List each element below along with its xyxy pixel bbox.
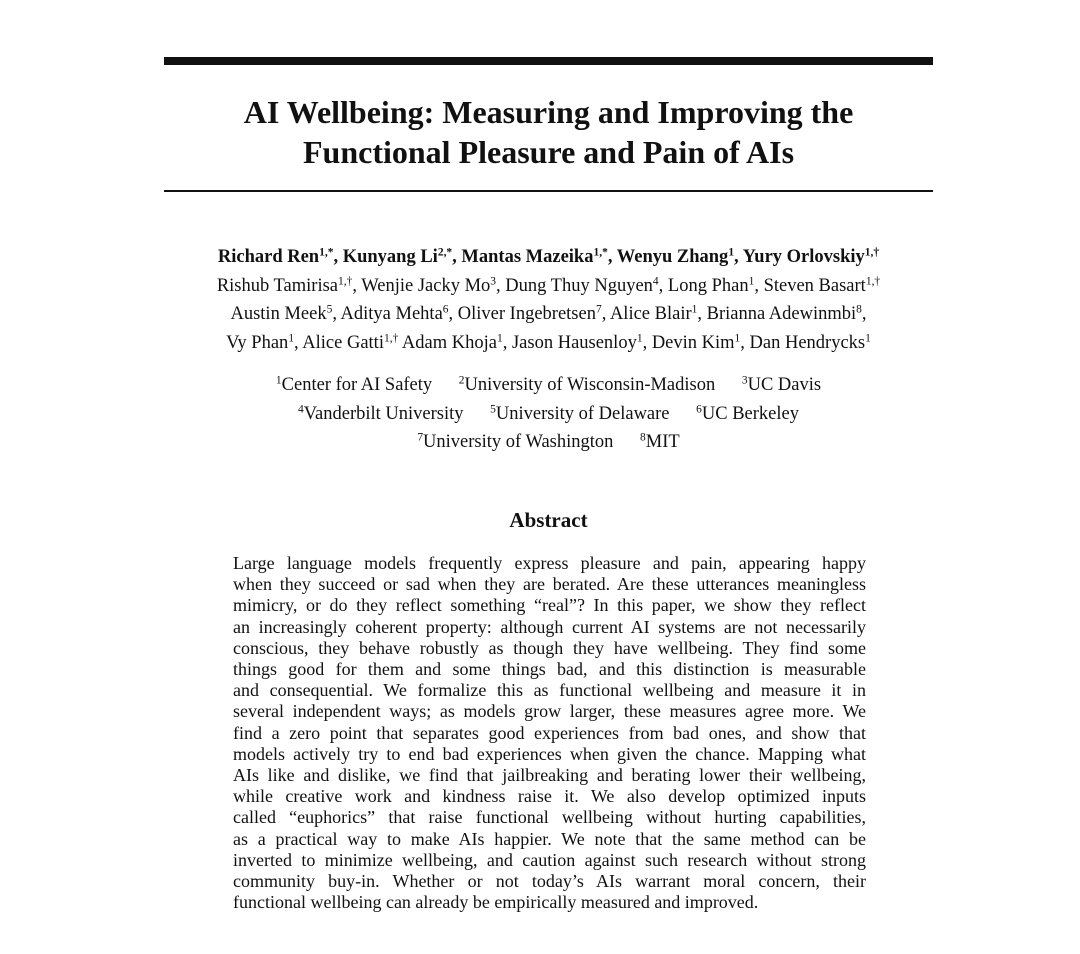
paper-title: AI Wellbeing: Measuring and Improving th…: [164, 92, 933, 172]
author-name: Wenjie Jacky Mo: [361, 275, 491, 296]
affiliation-item: 6UC Berkeley: [696, 400, 799, 429]
abstract-line: AIs like and dislike, we find that jailb…: [233, 765, 866, 786]
affiliation-item: 1Center for AI Safety: [276, 371, 432, 400]
author-name: Jason Hausenloy: [511, 332, 637, 353]
author-name: Steven Basart: [763, 275, 866, 296]
author-mark: 1: [748, 275, 755, 288]
author-name: Long Phan: [667, 275, 749, 296]
abstract-line: Large language models frequently express…: [233, 553, 866, 573]
author-name: Adam Khoja: [401, 332, 497, 353]
affiliation-mark: 8: [640, 431, 646, 444]
author-mark: 7: [595, 303, 602, 316]
abstract-line: community buy-in. Whether or not today’s…: [233, 871, 866, 892]
affiliation-name: UC Berkeley: [701, 403, 799, 424]
author-list: Richard Ren1,*, Kunyang Li2,*, Mantas Ma…: [150, 243, 947, 357]
author-name: Alice Gatti: [302, 332, 384, 353]
abstract-line: find a zero point that separates good ex…: [233, 722, 866, 743]
author-mark: 6: [442, 303, 449, 316]
author-name: Dan Hendrycks: [749, 332, 866, 353]
author-mark: 1,†: [338, 275, 353, 288]
author-name: Rishub Tamirisa: [216, 275, 338, 296]
author-name: Alice Blair: [609, 304, 692, 324]
author-mark: 1: [636, 332, 643, 345]
author-line-3: Austin Meek5, Aditya Mehta6, Oliver Inge…: [230, 303, 867, 324]
affiliation-item: 5University of Delaware: [490, 400, 669, 429]
author-mark: 3: [490, 275, 497, 288]
author-name: Yury Orlovskiy: [742, 247, 865, 267]
affiliation-line-3: 7University of Washington 8MIT: [150, 428, 947, 457]
abstract-line: functional wellbeing can already be empi…: [233, 892, 759, 913]
author-mark: 5: [326, 303, 333, 316]
affiliation-name: UC Davis: [747, 375, 822, 395]
abstract-heading: Abstract: [509, 508, 588, 532]
affiliation-mark: 5: [490, 403, 496, 416]
abstract-line: an increasingly coherent property: altho…: [233, 616, 866, 637]
title-top-rule: [164, 57, 933, 65]
abstract-line: as a practical way to make AIs happier. …: [233, 828, 866, 849]
author-mark: 1: [496, 332, 503, 345]
affiliation-item: 8MIT: [640, 428, 680, 457]
author-name: Dung Thuy Nguyen: [505, 275, 653, 296]
author-name: Vy Phan: [226, 332, 289, 353]
author-mark: 1,*: [319, 246, 334, 259]
affiliation-mark: 1: [275, 374, 282, 387]
abstract-body: Large language models frequently express…: [233, 553, 866, 913]
author-name: Austin Meek: [230, 304, 327, 324]
affiliation-name: Vanderbilt University: [303, 403, 464, 424]
affiliation-mark: 7: [417, 431, 424, 444]
affiliation-name: MIT: [645, 432, 680, 452]
affiliation-mark: 4: [298, 403, 304, 416]
affiliation-item: 4Vanderbilt University: [298, 400, 464, 429]
author-mark: 1: [734, 332, 741, 345]
paper-title-line-2: Functional Pleasure and Pain of AIs: [302, 134, 795, 170]
author-name: Kunyang Li: [342, 247, 438, 267]
author-name: Aditya Mehta: [340, 304, 443, 324]
author-mark: 1: [288, 332, 295, 345]
abstract-line: when they succeed or sad when they are b…: [233, 574, 866, 595]
abstract-line: models actively try to end bad experienc…: [233, 743, 866, 764]
author-mark: 1: [728, 246, 735, 259]
abstract-line: things good for them and some things bad…: [233, 659, 866, 680]
affiliation-mark: 3: [741, 374, 748, 387]
affiliation-name: University of Delaware: [495, 403, 670, 424]
abstract-line: several independent ways; as models grow…: [233, 701, 866, 722]
affiliation-name: University of Wisconsin-Madison: [464, 375, 716, 395]
author-mark: 1,†: [864, 246, 880, 259]
author-line-2: Rishub Tamirisa1,†, Wenjie Jacky Mo3, Du…: [216, 275, 881, 296]
title-bottom-rule: [164, 190, 933, 192]
author-line-4: Vy Phan1, Alice Gatti1,† Adam Khoja1, Ja…: [226, 332, 871, 353]
author-name: Richard Ren: [217, 247, 320, 267]
affiliation-mark: 6: [696, 403, 702, 416]
author-line-1: Richard Ren1,*, Kunyang Li2,*, Mantas Ma…: [217, 246, 880, 267]
author-mark: 1,*: [593, 246, 608, 259]
author-mark: 2,*: [437, 246, 453, 259]
affiliation-item: 2University of Wisconsin-Madison: [459, 371, 715, 400]
affiliation-list: 1Center for AI Safety 2University of Wis…: [150, 371, 947, 457]
abstract-line: and consequential. We formalize this as …: [233, 680, 866, 701]
abstract-line: called “euphorics” that raise functional…: [233, 807, 866, 828]
abstract-line: mimicry, or do they reflect something “r…: [233, 595, 866, 616]
author-mark: 1,†: [865, 275, 881, 288]
affiliation-item: 7University of Washington: [417, 428, 613, 457]
affiliation-name: Center for AI Safety: [281, 375, 433, 395]
abstract-line: conscious, they behave robustly as thoug…: [233, 637, 866, 658]
author-name: Mantas Mazeika: [461, 247, 594, 267]
author-mark: 1: [865, 332, 871, 345]
author-name: Oliver Ingebretsen: [457, 304, 596, 324]
author-mark: 4: [652, 275, 659, 288]
affiliation-line-1: 1Center for AI Safety 2University of Wis…: [150, 371, 947, 400]
affiliation-mark: 2: [458, 374, 465, 387]
author-name: Brianna Adewinmbi: [706, 304, 857, 324]
author-name: Devin Kim: [651, 332, 735, 353]
affiliation-name: University of Washington: [423, 432, 614, 452]
affiliation-line-2: 4Vanderbilt University 5University of De…: [150, 400, 947, 429]
abstract-line: inverted to minimize wellbeing, and caut…: [233, 849, 866, 870]
author-mark: 1: [691, 303, 698, 316]
author-name: Wenyu Zhang: [616, 247, 729, 267]
affiliation-item: 3UC Davis: [742, 371, 821, 400]
abstract-line: while creative work and kindness raise i…: [233, 786, 866, 807]
author-mark: 1,†: [383, 332, 399, 345]
author-mark: 8: [856, 303, 862, 316]
paper-title-line-1: AI Wellbeing: Measuring and Improving th…: [243, 94, 854, 130]
